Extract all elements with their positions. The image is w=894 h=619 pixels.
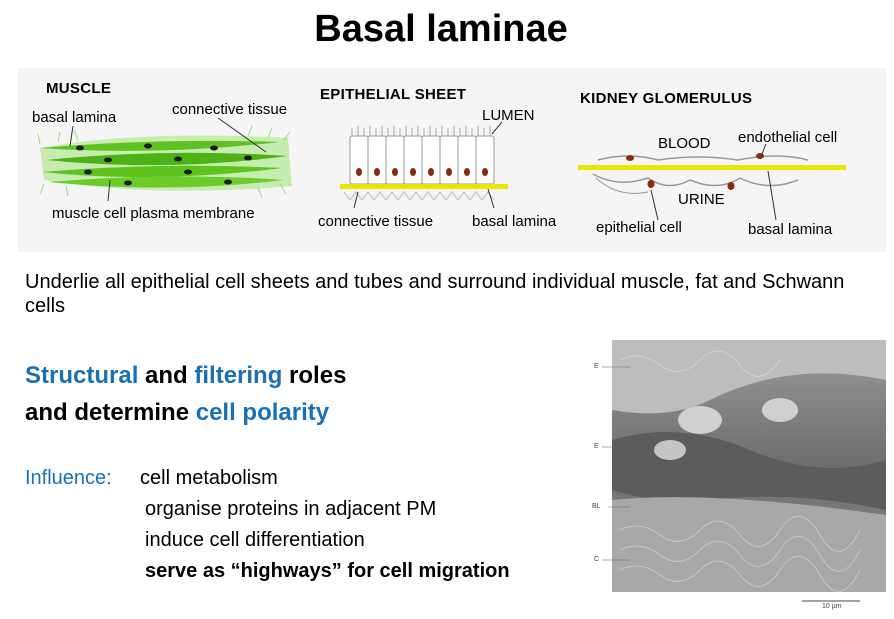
micrograph-label: C	[594, 556, 600, 563]
structural-word: Structural	[25, 362, 139, 389]
kidney-glomerulus-heading: KIDNEY GLOMERULUS	[580, 90, 753, 107]
influence-item: serve as “highways” for cell migration	[145, 560, 510, 582]
and-word: and	[145, 362, 188, 389]
micrograph-image	[602, 340, 886, 602]
filtering-word: filtering	[194, 362, 283, 389]
slide-title: Basal laminae	[314, 8, 568, 50]
muscle-membrane-label: muscle cell plasma membrane	[52, 205, 255, 222]
micrograph-label: E	[594, 363, 599, 370]
cell-polarity-word: cell polarity	[195, 399, 330, 426]
influence-label: Influence:	[25, 467, 112, 489]
lumen-label: LUMEN	[482, 107, 535, 124]
scale-bar-label: 10 µm	[822, 603, 842, 610]
kidney-glomerulus-illustration	[578, 143, 846, 221]
endothelial-cell-label: endothelial cell	[738, 129, 838, 146]
influence-list: Influence: cell metabolism organise prot…	[25, 463, 585, 587]
and-determine-text: and determine	[25, 399, 190, 426]
sem-micrograph: E E BL C 10 µm	[590, 340, 886, 610]
influence-item: induce cell differentiation	[145, 529, 365, 551]
intro-text: Underlie all epithelial cell sheets and …	[25, 271, 845, 317]
basal-lamina-diagram: MUSCLE basal lamina connective tissue mu…	[18, 68, 886, 252]
epithelial-sheet-illustration	[340, 121, 508, 209]
micrograph-label: BL	[592, 503, 601, 510]
epithelial-connective-tissue-label: connective tissue	[318, 213, 434, 230]
roles-statement: Structural and filtering roles and deter…	[25, 357, 346, 431]
muscle-connective-tissue-label: connective tissue	[172, 101, 288, 118]
epithelial-sheet-heading: EPITHELIAL SHEET	[320, 86, 467, 103]
muscle-heading: MUSCLE	[46, 80, 112, 97]
influence-item: organise proteins in adjacent PM	[145, 498, 437, 520]
kidney-epithelial-cell-label: epithelial cell	[596, 219, 682, 236]
micrograph-label: E	[594, 443, 599, 450]
roles-word: roles	[289, 362, 347, 389]
kidney-basal-lamina-label: basal lamina	[748, 221, 833, 238]
influence-item: cell metabolism	[140, 467, 278, 489]
urine-label: URINE	[678, 191, 725, 208]
blood-label: BLOOD	[658, 135, 711, 152]
muscle-basal-lamina-label: basal lamina	[32, 109, 117, 126]
diagram-artwork	[37, 117, 846, 221]
roles-line-2: and determine cell polarity	[25, 394, 346, 431]
roles-line-1: Structural and filtering roles	[25, 357, 346, 394]
epithelial-basal-lamina-label: basal lamina	[472, 213, 557, 230]
muscle-illustration	[37, 117, 292, 202]
